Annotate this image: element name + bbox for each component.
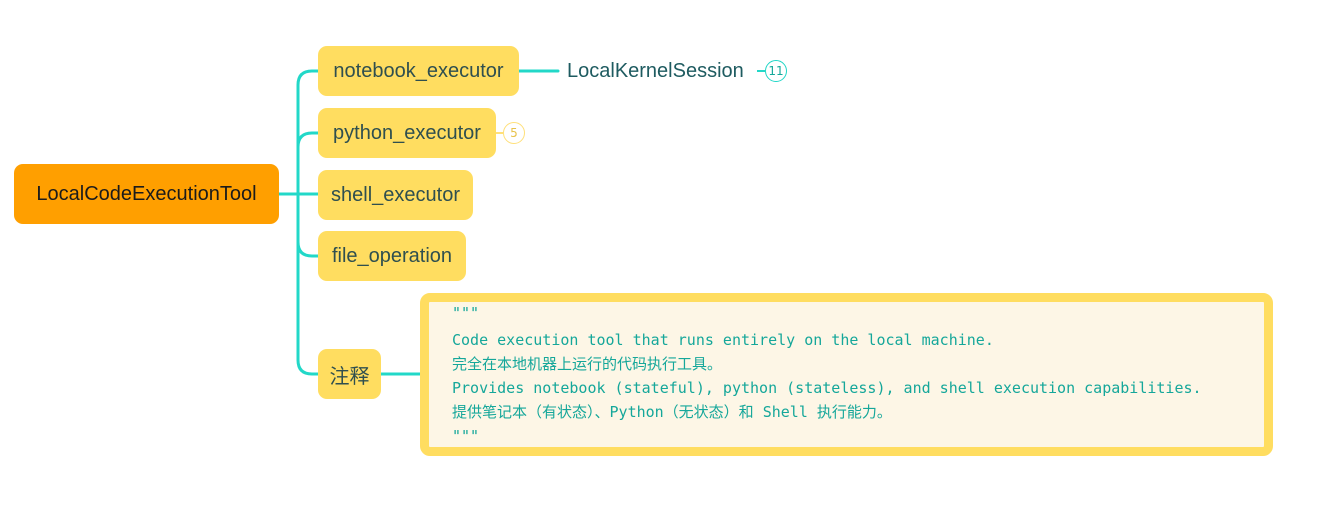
topic-local-kernel-session[interactable]: LocalKernelSession [567, 57, 744, 85]
topic-label: shell_executor [331, 183, 460, 206]
note-line: 提供笔记本（有状态）、Python（无状态）和 Shell 执行能力。 [452, 403, 892, 421]
note-line: Provides notebook (stateful), python (st… [452, 379, 1202, 397]
connector-branch-notebook [296, 69, 320, 196]
topic-label: file_operation [331, 244, 453, 267]
connector-branch-note [296, 192, 320, 376]
topic-label: 注释 [329, 363, 370, 388]
note-line: """ [452, 304, 480, 322]
collapsed-count-badge[interactable]: 11 [765, 60, 787, 82]
topic-file-operation[interactable]: file_operation [318, 231, 466, 281]
note-line: """ [452, 427, 480, 445]
topic-python-executor[interactable]: python_executor [318, 108, 496, 158]
topic-annotation[interactable]: 注释 [318, 349, 381, 399]
root-topic-label: LocalCodeExecutionTool [36, 182, 257, 205]
topic-label: python_executor [333, 121, 481, 144]
topic-notebook-executor[interactable]: notebook_executor [318, 46, 519, 96]
note-line: Code execution tool that runs entirely o… [452, 331, 994, 349]
topic-shell-executor[interactable]: shell_executor [318, 170, 473, 220]
collapsed-count-badge[interactable]: 5 [503, 122, 525, 144]
root-topic[interactable]: LocalCodeExecutionTool [14, 164, 279, 224]
topic-label: notebook_executor [333, 59, 504, 82]
connector-branch-python [296, 131, 320, 149]
connector-branch-file [296, 240, 320, 258]
annotation-note: """ Code execution tool that runs entire… [420, 293, 1273, 456]
note-line: 完全在本地机器上运行的代码执行工具。 [452, 355, 723, 373]
topic-label: LocalKernelSession [567, 60, 744, 82]
